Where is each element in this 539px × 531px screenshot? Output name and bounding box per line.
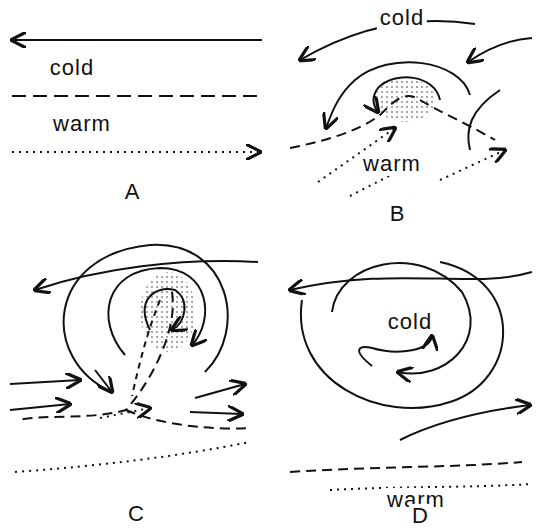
air-mass-label: cold <box>377 6 427 30</box>
panel-letter: B <box>387 202 408 226</box>
air-mass-label: cold <box>47 56 97 80</box>
panel-letter: A <box>122 180 143 204</box>
air-mass-label: cold <box>385 310 435 334</box>
air-mass-label: warm <box>360 152 424 176</box>
panel-a <box>12 40 262 152</box>
panel-letter: C <box>125 502 147 526</box>
panel-c <box>10 245 258 472</box>
air-mass-label: warm <box>50 112 114 136</box>
panel-letter: D <box>409 504 431 528</box>
panel-b <box>290 21 532 196</box>
panel-d <box>290 262 532 490</box>
